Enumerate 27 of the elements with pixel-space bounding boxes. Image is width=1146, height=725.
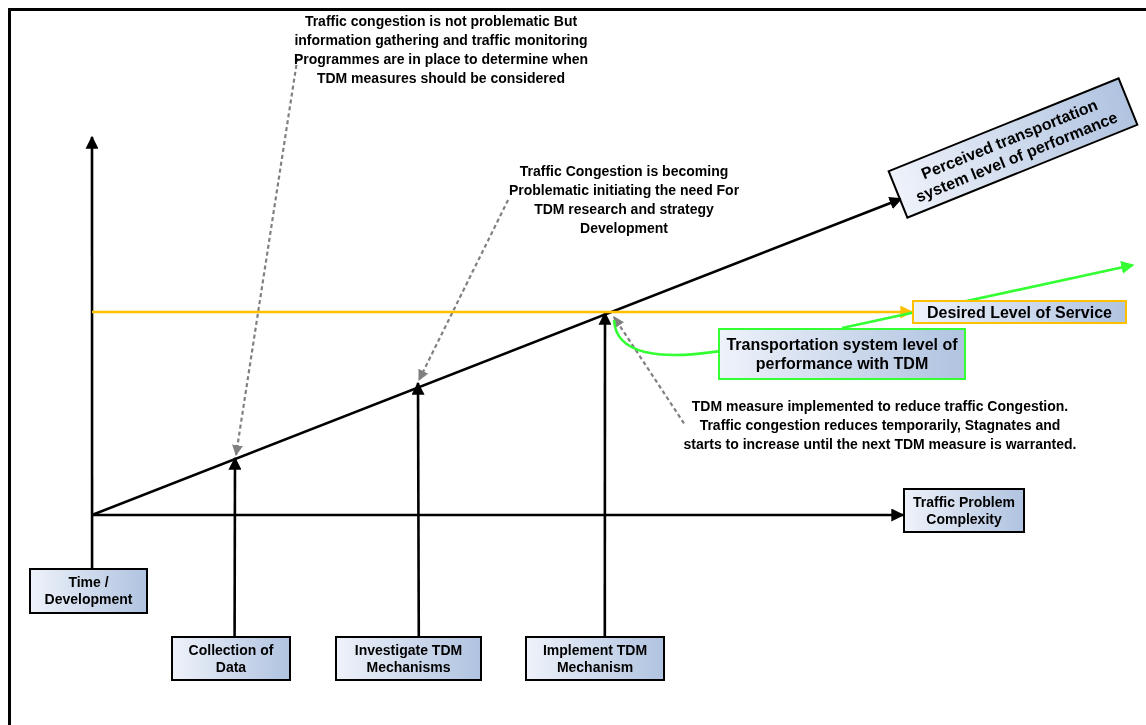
connector-line xyxy=(612,319,719,357)
label-box xyxy=(903,488,1025,533)
label-box xyxy=(525,636,665,681)
leader-arrow xyxy=(418,199,510,381)
arrow xyxy=(92,305,914,319)
box-label: Desired Level of Service xyxy=(927,302,1112,322)
box-label: Transportation system level of performance with TDM xyxy=(725,335,959,373)
box-label: Traffic Problem Complexity xyxy=(912,493,1016,528)
arrow xyxy=(598,311,612,636)
label-box xyxy=(718,328,966,380)
box-label: Implement TDM Mechanism xyxy=(541,641,649,676)
label-box xyxy=(29,568,148,614)
label-box xyxy=(335,636,482,681)
box-label: Investigate TDM Mechanisms xyxy=(353,641,464,676)
leader-arrow xyxy=(613,316,685,424)
box-label: Collection of Data xyxy=(187,641,275,676)
arrow xyxy=(92,508,905,522)
label-box xyxy=(171,636,291,681)
annotation-text: Traffic Congestion is becoming Problematic initiating the need For TDM research and strategy Development xyxy=(507,162,741,238)
box-label: Time / Development xyxy=(43,574,134,608)
arrow xyxy=(411,381,425,636)
leader-arrow xyxy=(232,57,299,457)
arrow xyxy=(85,135,99,568)
label-box xyxy=(912,300,1127,324)
arrow xyxy=(228,456,242,636)
annotation-text: Traffic congestion is not problematic But information gathering and traffic monitoring Programmes are in place to determine when TDM measures should be considered xyxy=(292,12,590,88)
annotation-text: TDM measure implemented to reduce traffic Congestion. Traffic congestion reduces temporarily, Stagnates and starts to increase until the next TDM measure is warranted. xyxy=(682,396,1078,454)
